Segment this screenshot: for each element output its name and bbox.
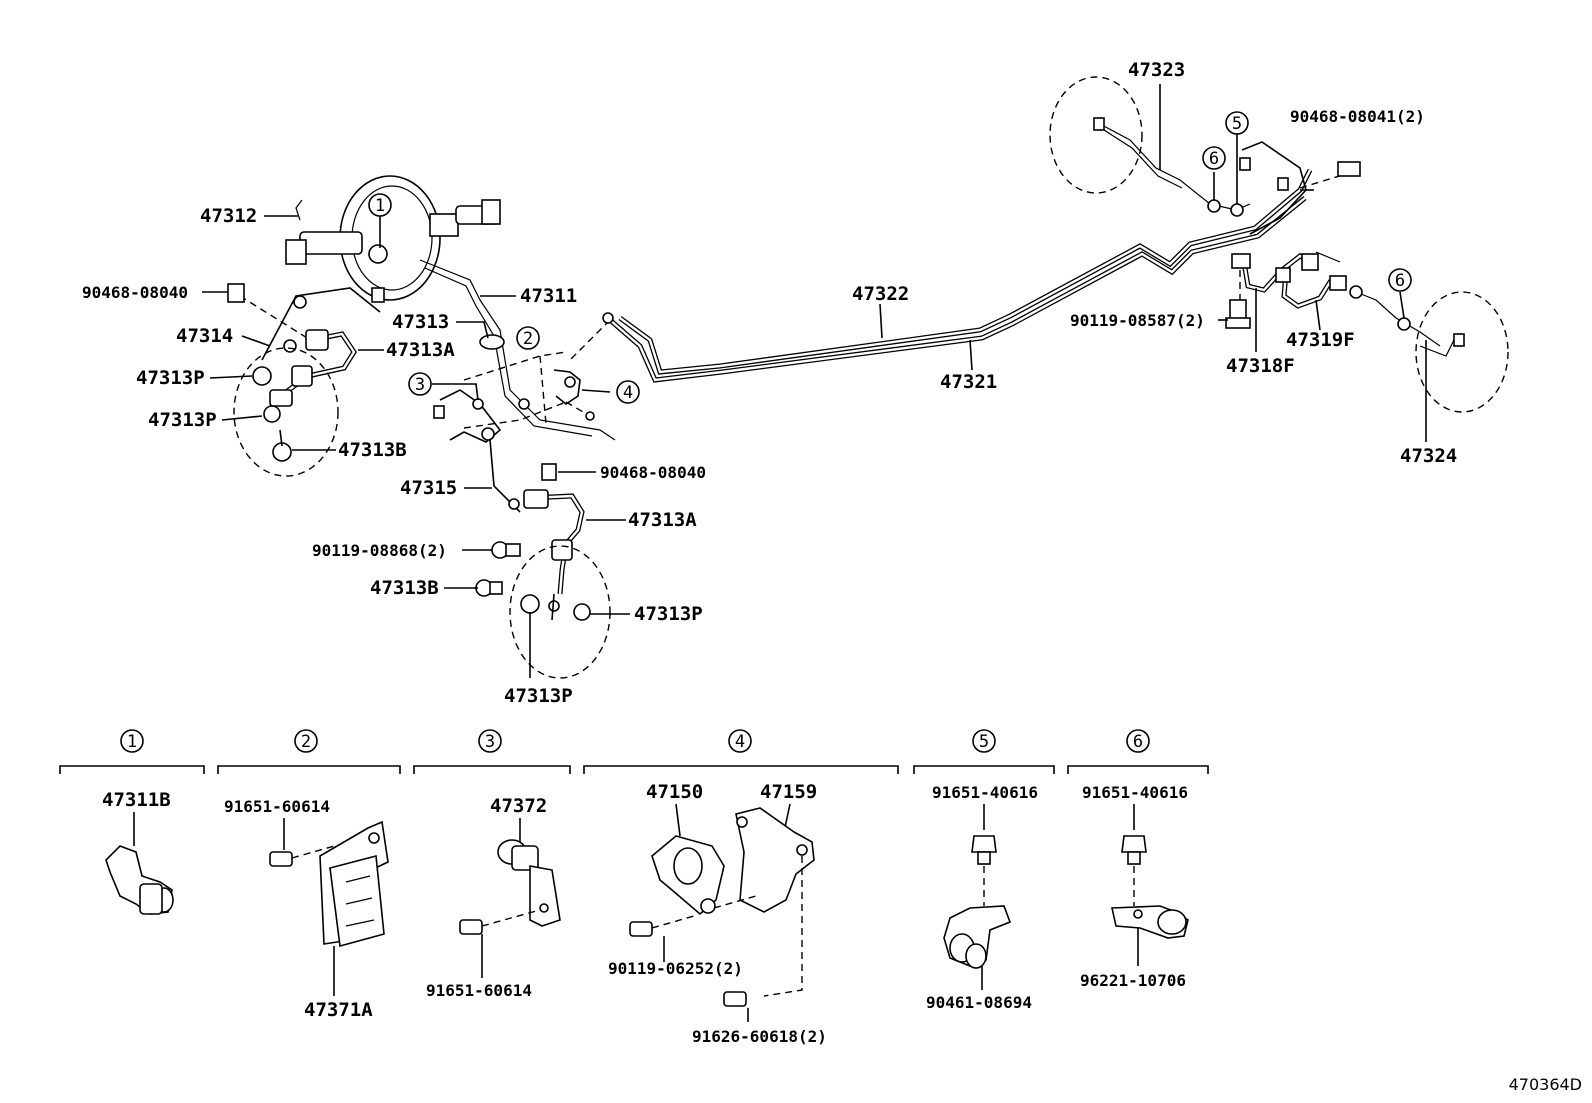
detail-group-5: 5 91651-40616 90461-08694 <box>913 729 1055 1012</box>
label-90119-08587: 90119-08587(2) <box>1070 311 1205 330</box>
svg-text:96221-10706: 96221-10706 <box>1080 971 1186 990</box>
leader-lines <box>202 84 1427 678</box>
detail-group-1: 1 47311B <box>59 729 205 915</box>
clip-icon <box>541 463 557 481</box>
svg-text:3: 3 <box>415 375 425 395</box>
svg-text:91651-40616: 91651-40616 <box>1082 783 1188 802</box>
svg-text:1: 1 <box>375 196 385 216</box>
callout-6-main-b: 6 <box>1388 268 1412 292</box>
svg-text:4: 4 <box>623 383 633 403</box>
brake-booster <box>285 175 501 303</box>
label-47311: 47311 <box>520 285 577 307</box>
label-47322: 47322 <box>852 283 909 305</box>
svg-text:2: 2 <box>301 732 311 752</box>
clip-icon <box>227 283 245 303</box>
label-47319F: 47319F <box>1286 329 1355 351</box>
label-47321: 47321 <box>940 371 997 393</box>
detail-group-4: 4 47150 47159 90119-06252(2) 91626-60618… <box>583 729 899 1046</box>
rear-flex-hoses <box>1231 253 1347 309</box>
label-47313B-b: 47313B <box>370 577 439 599</box>
label-47313B-a: 47313B <box>338 439 407 461</box>
svg-text:91651-40616: 91651-40616 <box>932 783 1038 802</box>
svg-text:91626-60618(2): 91626-60618(2) <box>692 1027 827 1046</box>
detail-group-3: 3 47372 91651-60614 <box>413 729 571 1000</box>
callout-4-main: 4 <box>616 380 640 404</box>
callout-5-main: 5 <box>1225 111 1249 135</box>
callout-3-main: 3 <box>408 372 432 396</box>
svg-text:47371A: 47371A <box>304 999 373 1021</box>
label-90119-08868: 90119-08868(2) <box>312 541 447 560</box>
detail-group-2: 2 91651-60614 47371A <box>217 729 401 1021</box>
label-47318F: 47318F <box>1226 355 1295 377</box>
svg-text:91651-60614: 91651-60614 <box>224 797 330 816</box>
label-47313P-d: 47313P <box>504 685 573 707</box>
svg-text:6: 6 <box>1395 271 1405 291</box>
callout-6-main-a: 6 <box>1202 146 1226 170</box>
callout-2-main: 2 <box>516 326 540 350</box>
label-47313A-b: 47313A <box>628 509 697 531</box>
svg-text:6: 6 <box>1133 732 1143 752</box>
label-47315: 47315 <box>400 477 457 499</box>
label-47324: 47324 <box>1400 445 1457 467</box>
svg-text:91651-60614: 91651-60614 <box>426 981 532 1000</box>
svg-text:3: 3 <box>485 732 495 752</box>
svg-text:1: 1 <box>127 732 137 752</box>
svg-text:47159: 47159 <box>760 781 817 803</box>
svg-text:90119-06252(2): 90119-06252(2) <box>608 959 743 978</box>
svg-text:47372: 47372 <box>490 795 547 817</box>
label-47323: 47323 <box>1128 59 1185 81</box>
detail-group-6: 6 91651-40616 96221-10706 <box>1067 729 1209 990</box>
svg-text:2: 2 <box>523 329 533 349</box>
flex-hose-upper <box>284 329 357 395</box>
svg-text:47311B: 47311B <box>102 789 171 811</box>
label-90468-08040-b: 90468-08040 <box>600 463 706 482</box>
callout-1-main: 1 <box>368 193 392 217</box>
svg-text:90461-08694: 90461-08694 <box>926 993 1032 1012</box>
clip-icon <box>1337 161 1361 177</box>
svg-text:5: 5 <box>1232 114 1242 134</box>
svg-text:6: 6 <box>1209 149 1219 169</box>
label-47313P-a: 47313P <box>136 367 205 389</box>
label-47313P-b: 47313P <box>148 409 217 431</box>
svg-text:5: 5 <box>979 732 989 752</box>
label-47314: 47314 <box>176 325 233 347</box>
label-47313A-a: 47313A <box>386 339 455 361</box>
label-47312: 47312 <box>200 205 257 227</box>
label-47313P-c: 47313P <box>634 603 703 625</box>
label-47313: 47313 <box>392 311 449 333</box>
svg-text:4: 4 <box>735 732 745 752</box>
label-90468-08041: 90468-08041(2) <box>1290 107 1425 126</box>
diagram-code: 470364D <box>1509 1075 1582 1094</box>
flex-hose-lower <box>523 489 585 595</box>
label-90468-08040-a: 90468-08040 <box>82 283 188 302</box>
svg-text:47150: 47150 <box>646 781 703 803</box>
main-brake-tube <box>608 168 1313 383</box>
